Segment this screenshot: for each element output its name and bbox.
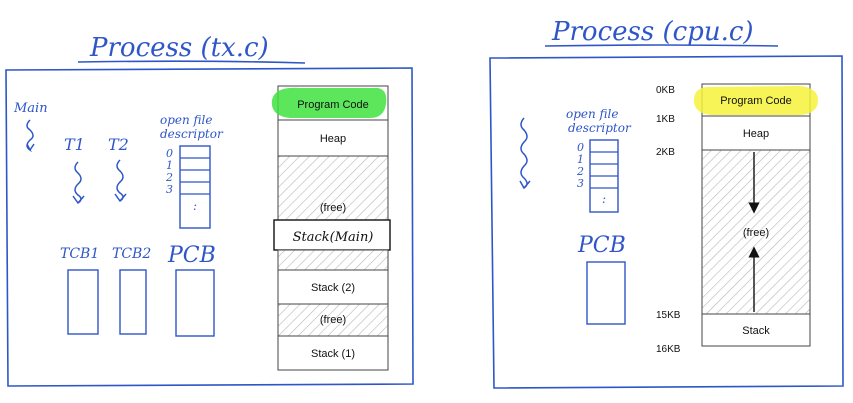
left-memory-layout: Program Code Heap (free) Stack(Main) Sta… <box>271 85 391 371</box>
left-seg-heap: Heap <box>320 133 346 145</box>
right-program-code-highlight <box>694 86 818 115</box>
left-program-code-highlight <box>271 87 387 118</box>
left-fd-table <box>179 145 211 229</box>
right-process-title: Process (cpu.c) <box>551 17 754 47</box>
thread-t2-label: T2 <box>108 135 129 154</box>
main-label: Main <box>13 101 48 116</box>
left-seg-program-code: Program Code <box>297 99 369 111</box>
right-seg-stack: Stack <box>742 325 770 337</box>
pcb-label-left: PCB <box>167 243 216 268</box>
thread-t2-squiggle-arrow <box>114 159 127 203</box>
pcb-label-right: PCB <box>577 233 626 258</box>
kb-label-16: 16KB <box>656 344 681 355</box>
left-fd-ellipsis: : <box>193 199 197 213</box>
kb-label-15: 15KB <box>656 310 681 321</box>
left-fd-title-line1: open file <box>160 113 213 127</box>
main-squiggle-arrow <box>26 119 35 153</box>
left-fd-index-3: 3 <box>166 183 173 196</box>
left-fd-index-0: 0 <box>166 147 173 160</box>
right-fd-index-3: 3 <box>577 177 584 190</box>
right-main-squiggle-arrow <box>519 117 531 190</box>
pcb-box-right <box>586 261 626 325</box>
right-fd-title-line1: open file <box>566 107 619 121</box>
left-title-underline <box>77 60 306 64</box>
right-seg-free: (free) <box>743 227 769 239</box>
tcb2-label: TCB2 <box>112 246 151 262</box>
tcb2-box <box>119 269 147 335</box>
left-seg-free-top: (free) <box>320 202 346 214</box>
thread-t1-label: T1 <box>64 135 85 154</box>
right-fd-ellipsis: : <box>602 192 606 206</box>
tcb1-label: TCB1 <box>60 246 99 262</box>
left-seg-stack-main: Stack(Main) <box>293 230 374 245</box>
right-fd-index-0: 0 <box>577 141 584 154</box>
right-fd-index-2: 2 <box>576 165 584 178</box>
right-title-underline <box>544 44 779 47</box>
right-fd-index-1: 1 <box>577 153 584 166</box>
kb-label-2: 2KB <box>656 147 675 158</box>
left-process-title: Process (tx.c) <box>89 33 269 63</box>
left-fd-title-line2: descriptor <box>160 127 224 141</box>
right-fd-table <box>589 139 619 213</box>
right-fd-title-line2: descriptor <box>568 121 632 135</box>
right-seg-program-code: Program Code <box>720 95 792 107</box>
kb-label-1: 1KB <box>656 114 675 125</box>
left-seg-stack-2: Stack (2) <box>311 282 355 294</box>
pcb-box-left <box>175 269 215 337</box>
left-fd-index-2: 2 <box>165 171 173 184</box>
left-process-panel: Process (tx.c) Main T1 T2 open file desc… <box>5 33 414 387</box>
left-seg-free-mid: (free) <box>320 314 346 326</box>
left-seg-stack-1: Stack (1) <box>311 348 355 360</box>
right-seg-heap: Heap <box>743 128 769 140</box>
right-memory-layout: Program Code Heap (free) Stack <box>694 83 818 347</box>
tcb1-box <box>67 269 99 335</box>
kb-label-0: 0KB <box>656 85 675 96</box>
left-panel-border <box>5 67 414 387</box>
thread-t1-squiggle-arrow <box>72 161 85 205</box>
right-process-panel: Process (cpu.c) open file descriptor 0 1… <box>489 17 844 389</box>
right-panel-border <box>489 55 844 389</box>
left-fd-index-1: 1 <box>166 159 173 172</box>
